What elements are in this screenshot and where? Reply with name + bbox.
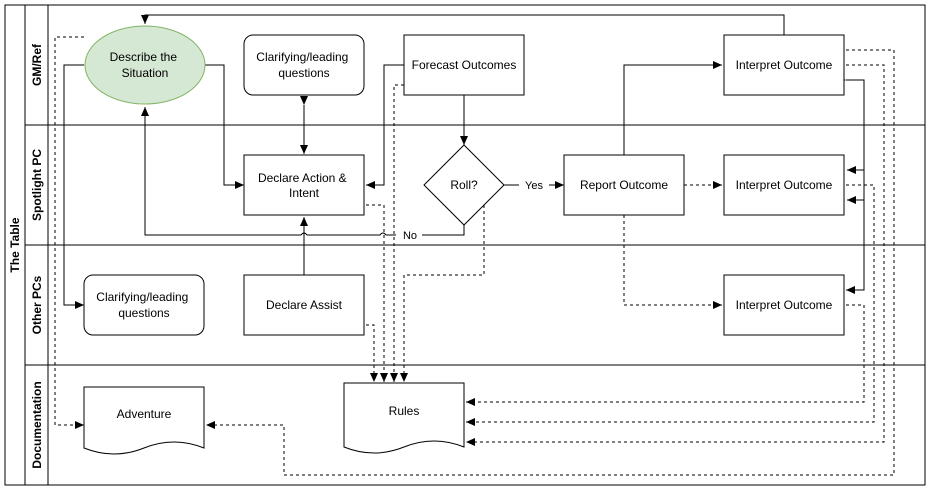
edge-describe-clarify-other [63, 61, 93, 309]
node-declare-action[interactable] [243, 154, 365, 216]
node-interpret-other[interactable] [723, 274, 845, 336]
label-line: questions [278, 66, 329, 80]
node-report-label: Report Outcome [580, 178, 668, 192]
node-clarify-gm[interactable] [243, 34, 365, 96]
node-forecast-label: Forecast Outcomes [412, 58, 517, 72]
node-adventure-document[interactable] [83, 386, 205, 455]
node-interpret-spot-label: Interpret Outcome [736, 178, 833, 192]
edge-report-to-interpret-gm [623, 61, 722, 155]
lane-label-spotlight: Spotlight PC [30, 149, 44, 221]
edge-declare-to-rules [366, 204, 388, 382]
edge-report-to-interpret-other [623, 215, 722, 309]
label-line: Declare Action & [258, 171, 347, 185]
node-rules-document[interactable] [343, 382, 465, 454]
edge-loop-to-describe [141, 14, 785, 35]
node-interpret-other-label: Interpret Outcome [736, 298, 833, 312]
node-clarify-other-label: Clarifying/leading questions [96, 290, 191, 320]
node-adventure-label: Adventure [117, 407, 172, 421]
edge-interpret-other-to-rules [466, 304, 865, 406]
label-line: Situation [122, 66, 169, 80]
edges: Yes No [54, 14, 895, 476]
lane-label-docs: Documentation [30, 381, 44, 468]
node-interpret-gm[interactable] [723, 34, 845, 96]
edge-interpret-spot-to-rules [466, 184, 875, 426]
node-declare-action-label: Declare Action & Intent [258, 171, 350, 200]
label-line: Clarifying/leading [256, 50, 348, 64]
edge-roll-no [145, 107, 465, 236]
node-report-outcome[interactable] [563, 154, 685, 216]
edge-interpret-to-adventure [206, 49, 895, 476]
label-line: Intent [289, 186, 320, 200]
edge-roll-to-rules [400, 205, 485, 382]
edge-assist-to-rules [366, 324, 378, 382]
node-describe-label: Describe the Situation [110, 50, 181, 80]
pool-title: The Table [8, 217, 22, 272]
node-roll-label: Roll? [450, 178, 478, 192]
node-interpret-gm-label: Interpret Outcome [736, 58, 833, 72]
lane-label-other: Other PCs [30, 275, 44, 334]
label-line: Describe the [110, 50, 178, 64]
node-interpret-spotlight[interactable] [723, 154, 845, 216]
node-clarify-other[interactable] [83, 274, 205, 336]
node-clarify-gm-label: Clarifying/leading questions [256, 50, 351, 80]
lane-label-gm: GM/Ref [30, 43, 44, 86]
node-forecast-outcomes[interactable] [403, 34, 525, 96]
label-line: Clarifying/leading [96, 290, 188, 304]
edge-interpret-gm-to-rules [466, 64, 885, 446]
edge-label-yes: Yes [525, 180, 543, 192]
edge-label-no: No [403, 230, 417, 242]
edge-forecast-declare [366, 61, 413, 189]
label-line: questions [118, 306, 169, 320]
node-declare-assist[interactable] [243, 274, 365, 336]
edge-describe-to-declare [198, 64, 244, 189]
node-declare-assist-label: Declare Assist [266, 298, 343, 312]
node-rules-label: Rules [389, 404, 420, 418]
edge-describe-to-adventure [54, 36, 84, 429]
node-roll-decision[interactable] [423, 144, 505, 226]
nodes: Describe the Situation Clarifying/leadin… [83, 25, 845, 455]
node-describe-situation[interactable] [84, 25, 206, 105]
